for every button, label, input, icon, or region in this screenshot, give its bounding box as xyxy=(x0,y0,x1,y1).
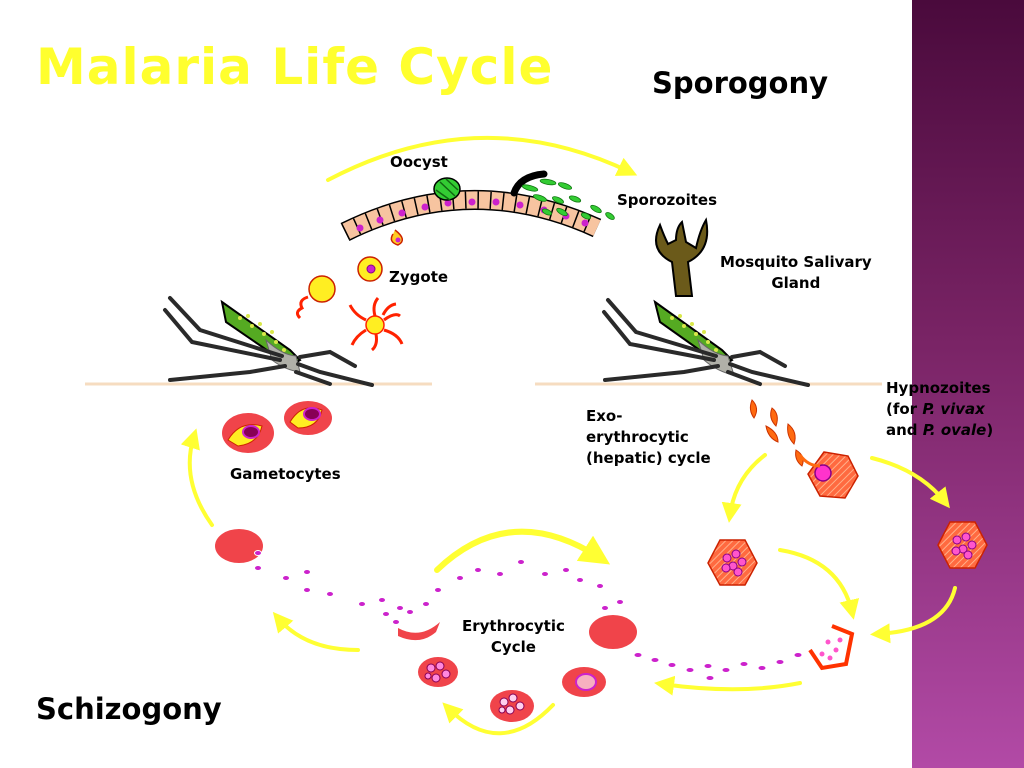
hypno-ovale: P. ovale xyxy=(922,421,987,439)
ruptured-oocyst xyxy=(510,170,548,197)
exo-line3: (hepatic) cycle xyxy=(586,449,711,467)
macrogamete xyxy=(308,275,336,303)
exflagellation xyxy=(348,297,404,352)
hypnozoites-label: Hypnozoites (for P. vivax and P. ovale) xyxy=(886,378,993,441)
arrow-release xyxy=(654,675,802,696)
arrow-to-left xyxy=(272,611,360,652)
sporozoites-label: Sporozoites xyxy=(617,191,717,209)
exo-erythrocytic-label: Exo- erythrocytic (hepatic) cycle xyxy=(586,406,711,469)
arrow-erythro-top xyxy=(434,528,611,573)
erythrocytic-cells xyxy=(215,529,637,722)
arrow-to-gametocytes xyxy=(180,428,214,527)
erythrocytic-cycle-label: Erythrocytic Cycle xyxy=(462,616,565,658)
arrow-hepatic-to-schizont xyxy=(778,548,860,620)
hypno-and: and xyxy=(886,421,923,439)
hypno-for: (for xyxy=(886,400,923,418)
liver-cells xyxy=(707,451,988,671)
zygote-label: Zygote xyxy=(389,268,449,286)
salivary-gland-label: Mosquito Salivary Gland xyxy=(720,252,872,294)
mosquito-left xyxy=(163,296,374,387)
arrow-erythro-bottom xyxy=(442,702,555,736)
mosquito-right xyxy=(602,298,810,387)
erythro-line2: Cycle xyxy=(490,638,536,656)
erythro-line1: Erythrocytic xyxy=(462,617,565,635)
salivary-gland-shape xyxy=(655,217,709,297)
hypno-line3: and P. ovale) xyxy=(886,420,993,441)
arrow-to-hepatic xyxy=(721,453,767,523)
exo-line1: Exo- xyxy=(586,407,623,425)
salivary-gland-line2: Gland xyxy=(771,274,821,292)
ookinete xyxy=(390,229,404,246)
exo-line2: erythrocytic xyxy=(586,428,689,446)
sporogony-label: Sporogony xyxy=(652,66,829,100)
oocyst-label: Oocyst xyxy=(390,153,448,171)
arrow-to-hypnozoite xyxy=(870,456,950,509)
hypno-close: ) xyxy=(986,421,994,439)
hypno-line2: (for P. vivax xyxy=(886,399,993,420)
hypno-vivax: P. vivax xyxy=(922,400,985,418)
hypno-line1: Hypnozoites xyxy=(886,379,991,397)
gametocytes-label: Gametocytes xyxy=(230,465,341,483)
schizogony-label: Schizogony xyxy=(36,692,222,726)
arrow-hypnozoite-to-schizont xyxy=(870,586,957,644)
page-title: Malaria Life Cycle xyxy=(36,38,554,96)
liver-merozoites xyxy=(633,652,803,681)
inoculated-sporozoites xyxy=(749,399,804,467)
decorative-sidebar xyxy=(912,0,1024,768)
salivary-gland-line1: Mosquito Salivary xyxy=(720,253,872,271)
blood-merozoites xyxy=(254,550,624,625)
oocyst-hatch xyxy=(435,178,459,201)
microgamete-tail xyxy=(295,295,309,320)
cycle-arrows xyxy=(180,135,957,736)
arrow-sporogony xyxy=(326,135,638,182)
gametocytes-cells xyxy=(222,401,332,453)
sporozoites-group xyxy=(521,178,615,220)
